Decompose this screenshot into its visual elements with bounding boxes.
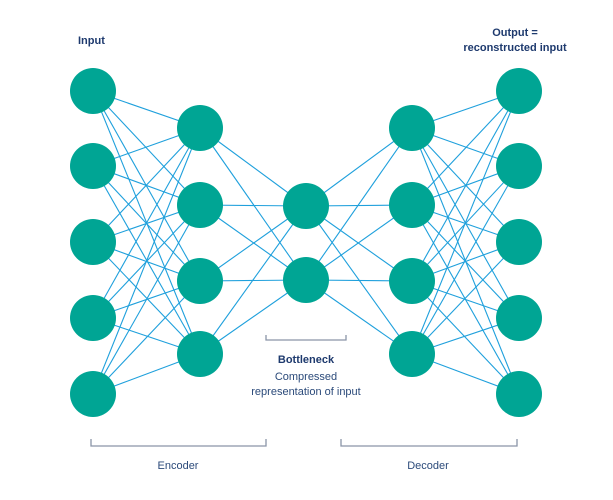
edge-encoder-hidden-0-to-bottleneck-1: [199, 127, 307, 281]
bottleneck-description: Compressed representation of input: [221, 370, 391, 400]
node-input-3: [70, 295, 116, 341]
nodes: [70, 68, 542, 417]
bottleneck-bracket: [265, 335, 347, 341]
output-label: Output = reconstructed input: [450, 26, 580, 56]
node-output-1: [496, 143, 542, 189]
encoder-bracket: [90, 439, 267, 447]
edge-input-2-to-encoder-hidden-0: [92, 127, 201, 243]
node-input-0: [70, 68, 116, 114]
edge-input-2-to-encoder-hidden-3: [92, 241, 201, 355]
node-encoder-hidden-0: [177, 105, 223, 151]
decoder-bracket: [340, 439, 518, 447]
edge-decoder-hidden-2-to-output-0: [411, 90, 520, 282]
node-encoder-hidden-3: [177, 331, 223, 377]
decoder-label: Decoder: [407, 460, 449, 472]
edge-decoder-hidden-3-to-output-1: [411, 165, 520, 355]
edge-input-0-to-encoder-hidden-1: [92, 90, 201, 206]
node-output-0: [496, 68, 542, 114]
edge-input-3-to-encoder-hidden-0: [92, 127, 201, 319]
node-encoder-hidden-2: [177, 258, 223, 304]
output-label-line1: Output =: [492, 27, 538, 39]
edge-encoder-hidden-3-to-bottleneck-0: [199, 205, 307, 355]
node-output-4: [496, 371, 542, 417]
node-input-1: [70, 143, 116, 189]
bottleneck-desc-line1: Compressed: [274, 371, 338, 383]
edge-input-4-to-encoder-hidden-0: [92, 127, 201, 395]
brackets: [90, 335, 518, 447]
node-decoder-hidden-2: [389, 258, 435, 304]
node-decoder-hidden-0: [389, 105, 435, 151]
edge-input-4-to-encoder-hidden-2: [92, 280, 201, 395]
edge-bottleneck-1-to-decoder-hidden-0: [305, 127, 413, 281]
node-encoder-hidden-1: [177, 182, 223, 228]
node-input-4: [70, 371, 116, 417]
edge-decoder-hidden-3-to-output-0: [411, 90, 520, 355]
edge-input-4-to-encoder-hidden-1: [92, 204, 201, 395]
edge-decoder-hidden-1-to-output-0: [411, 90, 520, 206]
bottleneck-title: Bottleneck: [277, 354, 335, 366]
node-input-2: [70, 219, 116, 265]
edge-decoder-hidden-2-to-output-4: [411, 280, 520, 395]
edge-decoder-hidden-3-to-output-2: [411, 241, 520, 355]
node-output-3: [496, 295, 542, 341]
node-decoder-hidden-1: [389, 182, 435, 228]
node-output-2: [496, 219, 542, 265]
node-bottleneck-0: [283, 183, 329, 229]
bottleneck-desc-line2: representation of input: [251, 386, 361, 398]
node-decoder-hidden-3: [389, 331, 435, 377]
encoder-label: Encoder: [157, 460, 199, 472]
output-label-line2: reconstructed input: [463, 42, 567, 54]
edges: [92, 90, 520, 395]
node-bottleneck-1: [283, 257, 329, 303]
input-label: Input: [78, 35, 105, 47]
